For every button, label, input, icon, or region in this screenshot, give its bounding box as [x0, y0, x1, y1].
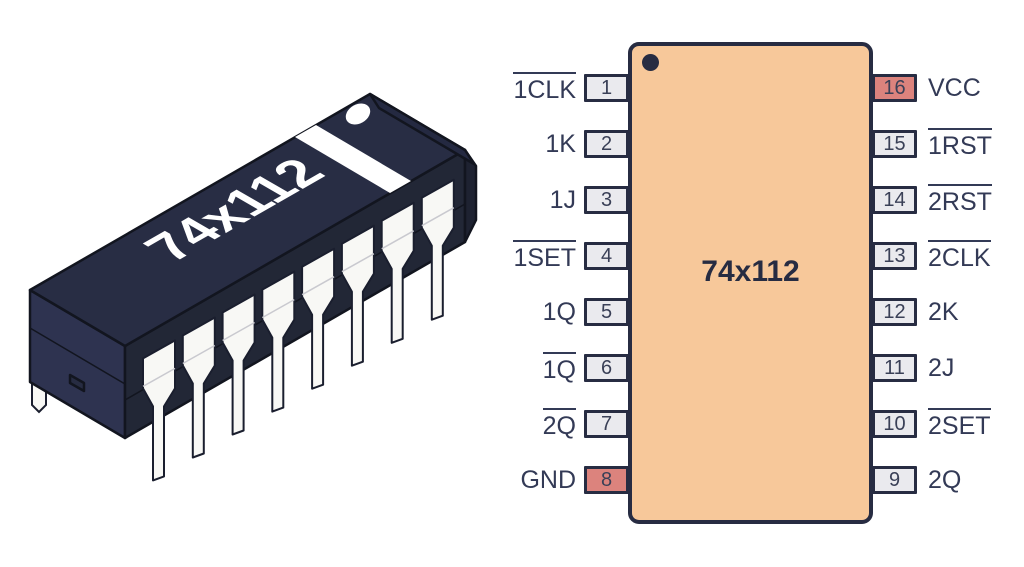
pin-number: 3 [600, 188, 613, 211]
ic-stripe [295, 125, 411, 193]
pin-label-6: 1Q [440, 351, 576, 385]
pin-signal-name: VCC [928, 73, 981, 102]
pin-signal-name: 2K [928, 297, 959, 326]
pin-signal-name: 1Q [542, 351, 576, 385]
pin-number: 2 [600, 132, 613, 155]
pin-signal-name: 1SET [513, 239, 576, 273]
pin-number: 10 [883, 412, 906, 435]
pin-signal-name: 1J [549, 185, 576, 214]
pin-number-box-9: 9 [872, 466, 917, 494]
pin-number: 13 [883, 244, 906, 267]
pin-number: 6 [600, 356, 613, 379]
pin-number-box-7: 7 [584, 410, 629, 438]
pin-number-box-16: 16 [872, 74, 917, 102]
pin-number: 11 [884, 356, 905, 379]
pin-signal-name: 1CLK [513, 71, 576, 105]
pin-label-10: 2SET [928, 407, 1024, 441]
ic-dimple-dot [345, 103, 371, 125]
ic-pin-8 [420, 178, 455, 321]
pin-number: 5 [600, 300, 613, 323]
pin-signal-name: 2J [928, 353, 955, 382]
pin-label-2: 1K [440, 129, 576, 159]
dip-chip-illustration: 74x112 [28, 92, 478, 482]
pin-label-7: 2Q [440, 407, 576, 441]
pin-number-box-14: 14 [872, 186, 917, 214]
pin-number: 8 [600, 468, 613, 491]
pin-label-14: 2RST [928, 183, 1024, 217]
ic-body-nub [68, 373, 86, 393]
pin-signal-name: 1RST [928, 127, 992, 161]
pin-label-8: GND [440, 465, 576, 495]
ic-pin-5 [301, 247, 336, 390]
pin-number-box-4: 4 [584, 242, 629, 270]
pin-label-1: 1CLK [440, 71, 576, 105]
pin-number: 14 [883, 188, 906, 211]
pin-signal-name: 2CLK [928, 239, 991, 273]
pin-label-13: 2CLK [928, 239, 1024, 273]
pin-number: 1 [600, 76, 613, 99]
pin1-indicator-dot [642, 54, 659, 71]
ic-pin-6 [340, 224, 375, 367]
ic-pin-4 [261, 270, 296, 413]
pinout-chip-body [628, 42, 873, 524]
pin-signal-name: 1K [545, 129, 576, 158]
ic-front-pins [142, 178, 455, 482]
pin-number-box-11: 11 [872, 354, 917, 382]
pin-number-box-13: 13 [872, 242, 917, 270]
pin-number: 9 [888, 468, 901, 491]
pin-number: 12 [883, 300, 906, 323]
pin-number-box-6: 6 [584, 354, 629, 382]
pin-number-box-5: 5 [584, 298, 629, 326]
pin-signal-name: 2Q [928, 465, 962, 494]
pin-number-box-8: 8 [584, 466, 629, 494]
pin-number-box-1: 1 [584, 74, 629, 102]
pin-signal-name: 2Q [542, 407, 576, 441]
ic-pin-2 [181, 316, 216, 459]
pinout-chip-label: 74x112 [701, 255, 800, 288]
pin-number-box-2: 2 [584, 130, 629, 158]
pin-signal-name: GND [520, 465, 576, 494]
pin-number-box-3: 3 [584, 186, 629, 214]
pin-label-9: 2Q [928, 465, 1024, 495]
ic-pin-3 [221, 293, 256, 436]
pin-label-5: 1Q [440, 297, 576, 327]
pin-label-15: 1RST [928, 127, 1024, 161]
pin-number: 15 [883, 132, 906, 155]
pin-label-4: 1SET [440, 239, 576, 273]
ic-pin-1 [142, 339, 176, 482]
pin-label-12: 2K [928, 297, 1024, 327]
pin-number-box-15: 15 [872, 130, 917, 158]
pin-label-11: 2J [928, 353, 1024, 383]
pin-number-box-10: 10 [872, 410, 917, 438]
pin-signal-name: 1Q [542, 297, 576, 326]
pin-signal-name: 2SET [928, 407, 991, 441]
pin-number: 7 [600, 412, 613, 435]
pin-label-16: VCC [928, 73, 1024, 103]
pin-number-box-12: 12 [872, 298, 917, 326]
pin-number: 16 [883, 76, 906, 99]
ic-pin-7 [380, 201, 415, 344]
pin-signal-name: 2RST [928, 183, 992, 217]
ic-end-chamfer [368, 92, 476, 166]
pin-label-3: 1J [440, 185, 576, 215]
pin-number: 4 [600, 244, 613, 267]
